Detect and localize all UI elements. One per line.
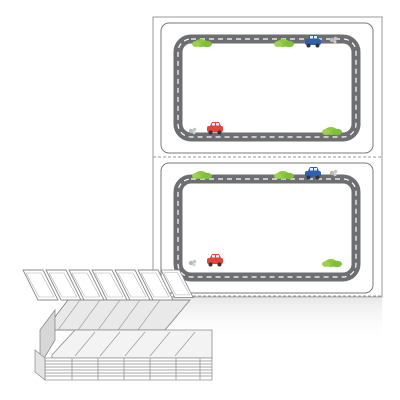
fanfold-stack-edges [44, 357, 213, 381]
label-1 [161, 23, 373, 153]
fanfold-stack [22, 269, 213, 381]
fanfold-middle-panel [44, 299, 191, 331]
fanfold-lower-panel [51, 329, 213, 359]
label-2 [161, 163, 373, 293]
